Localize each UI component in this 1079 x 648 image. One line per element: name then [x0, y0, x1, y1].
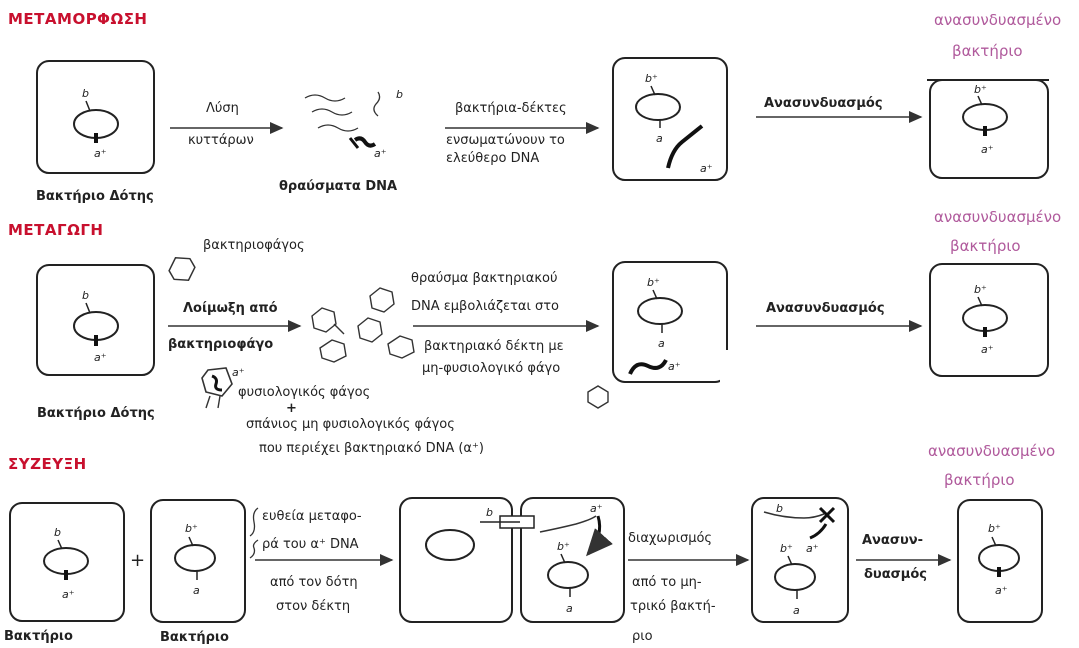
fragments-label: θραύσματα DNA — [279, 179, 398, 194]
svg-text:b⁺: b⁺ — [974, 283, 987, 296]
separation-text-1: διαχωρισμός — [628, 531, 713, 546]
svg-text:a⁺: a⁺ — [232, 366, 245, 379]
svg-text:b⁺: b⁺ — [974, 83, 987, 96]
svg-text:a⁺: a⁺ — [700, 162, 713, 175]
insertion-text-3: βακτηριακό δέκτη με — [424, 339, 564, 354]
conjugation-recipient-cell: b⁺ a — [150, 499, 246, 623]
phage-icon — [168, 256, 196, 282]
svg-text:a⁺: a⁺ — [981, 343, 994, 356]
transduction-recipient-cell: b⁺ a a⁺ — [587, 261, 744, 409]
svg-text:a: a — [566, 602, 573, 615]
svg-text:b: b — [776, 502, 783, 515]
svg-text:a: a — [193, 584, 200, 597]
conjugation-pair: b a⁺ b⁺ a — [399, 497, 625, 623]
bacterium-label-1: Βακτήριο — [4, 629, 73, 644]
transformation-result-cell: b⁺ a⁺ — [927, 79, 1049, 179]
result-label-2a: ανασυνδυασμένο — [934, 208, 1062, 226]
conjugation-result-cell: b⁺ a⁺ — [957, 499, 1043, 623]
phage-note-dna: που περιέχει βακτηριακό DNA (α⁺) — [259, 441, 484, 456]
infection-label-1: Λοίμωξη από — [183, 301, 278, 316]
recipient-text-3: ελεύθερο DNA — [446, 151, 540, 166]
transformation-donor-label: Βακτήριο Δότης — [36, 189, 154, 204]
svg-text:a⁺: a⁺ — [94, 351, 107, 364]
svg-text:b⁺: b⁺ — [557, 540, 570, 553]
svg-text:b⁺: b⁺ — [780, 542, 793, 555]
phage-note-plus: + — [286, 401, 297, 416]
transfer-text-3: από τον δότη — [270, 575, 358, 590]
svg-text:a: a — [658, 337, 665, 350]
result-label-1b: βακτήριο — [952, 42, 1023, 60]
svg-text:a⁺: a⁺ — [62, 588, 75, 601]
result-label-3a: ανασυνδυασμένο — [928, 442, 1056, 460]
separation-text-4: ριο — [632, 629, 653, 644]
conjugation-donor-cell: b a⁺ — [9, 502, 125, 622]
svg-text:b: b — [54, 526, 61, 539]
result-label-3b: βακτήριο — [944, 471, 1015, 489]
svg-text:b: b — [486, 506, 493, 519]
conjugation-separated-cell: b a⁺ b⁺ a — [751, 497, 849, 623]
recombination-label-3a: Ανασυν- — [862, 533, 924, 548]
result-label-1a: ανασυνδυασμένο — [934, 11, 1062, 29]
phage-cluster: a⁺ — [201, 287, 415, 409]
gene-b-label: b — [82, 87, 89, 100]
svg-text:b⁺: b⁺ — [647, 276, 660, 289]
svg-text:a: a — [656, 132, 663, 145]
svg-text:a⁺: a⁺ — [374, 147, 387, 160]
recombination-label-2: Ανασυνδυασμός — [766, 301, 885, 316]
gene-a-plus-label: a⁺ — [94, 147, 107, 160]
transfer-text-2: ρά του α⁺ DNA — [262, 537, 359, 552]
transformation-recipient-cell: b⁺ a a⁺ — [612, 57, 728, 181]
svg-text:b⁺: b⁺ — [988, 522, 1001, 535]
transduction-donor-label: Βακτήριο Δότης — [37, 406, 155, 421]
recombination-label-3b: δυασμός — [864, 567, 927, 582]
transfer-text-1: ευθεία μεταφο- — [262, 509, 362, 524]
separation-text-2: από το μη- — [632, 575, 702, 590]
dna-fragments: b a⁺ — [304, 88, 403, 160]
phage-note-normal: φυσιολογικός φάγος — [238, 385, 371, 400]
recipient-text-1: βακτήρια-δέκτες — [455, 101, 567, 116]
phage-note-rare: σπάνιος μη φυσιολογικός φάγος — [246, 417, 455, 432]
infection-label-2: βακτηριοφάγο — [168, 337, 274, 352]
transformation-donor-cell: b a⁺ — [36, 60, 155, 174]
transfer-text-4: στον δέκτη — [276, 599, 351, 614]
plus-sign: + — [130, 550, 146, 571]
svg-text:a⁺: a⁺ — [995, 584, 1008, 597]
insertion-text-1: θραύσμα βακτηριακού — [411, 271, 558, 286]
lysis-label-1: Λύση — [206, 101, 239, 116]
svg-text:a⁺: a⁺ — [981, 143, 994, 156]
svg-text:b⁺: b⁺ — [185, 522, 198, 535]
transformation-title: ΜΕΤΑΜΟΡΦΩΣΗ — [8, 10, 148, 28]
conjugation-title: ΣΥΖΕΥΞΗ — [8, 455, 87, 473]
transduction-result-cell: b⁺ a⁺ — [929, 263, 1049, 377]
svg-text:b⁺: b⁺ — [645, 72, 658, 85]
svg-text:a⁺: a⁺ — [668, 360, 681, 373]
transduction-donor-cell: b a⁺ — [36, 264, 155, 376]
svg-text:b: b — [82, 289, 89, 302]
separation-text-3: τρικό βακτή- — [630, 599, 716, 614]
svg-text:a⁺: a⁺ — [806, 542, 819, 555]
recombination-label-1: Ανασυνδυασμός — [764, 96, 883, 111]
svg-text:b: b — [396, 88, 403, 101]
transduction-title: ΜΕΤΑΓΩΓΗ — [8, 221, 104, 239]
insertion-text-4: μη-φυσιολογικό φάγο — [422, 361, 561, 376]
recipient-text-2: ενσωματώνουν το — [446, 133, 565, 148]
bacterium-label-2: Βακτήριο — [160, 630, 229, 645]
insertion-text-2: DNA εμβολιάζεται στο — [411, 299, 560, 314]
phage-label: βακτηριοφάγος — [203, 238, 305, 253]
lysis-label-2: κυττάρων — [188, 133, 254, 148]
svg-text:a⁺: a⁺ — [590, 502, 603, 515]
svg-text:a: a — [793, 604, 800, 617]
result-label-2b: βακτήριο — [950, 237, 1021, 255]
